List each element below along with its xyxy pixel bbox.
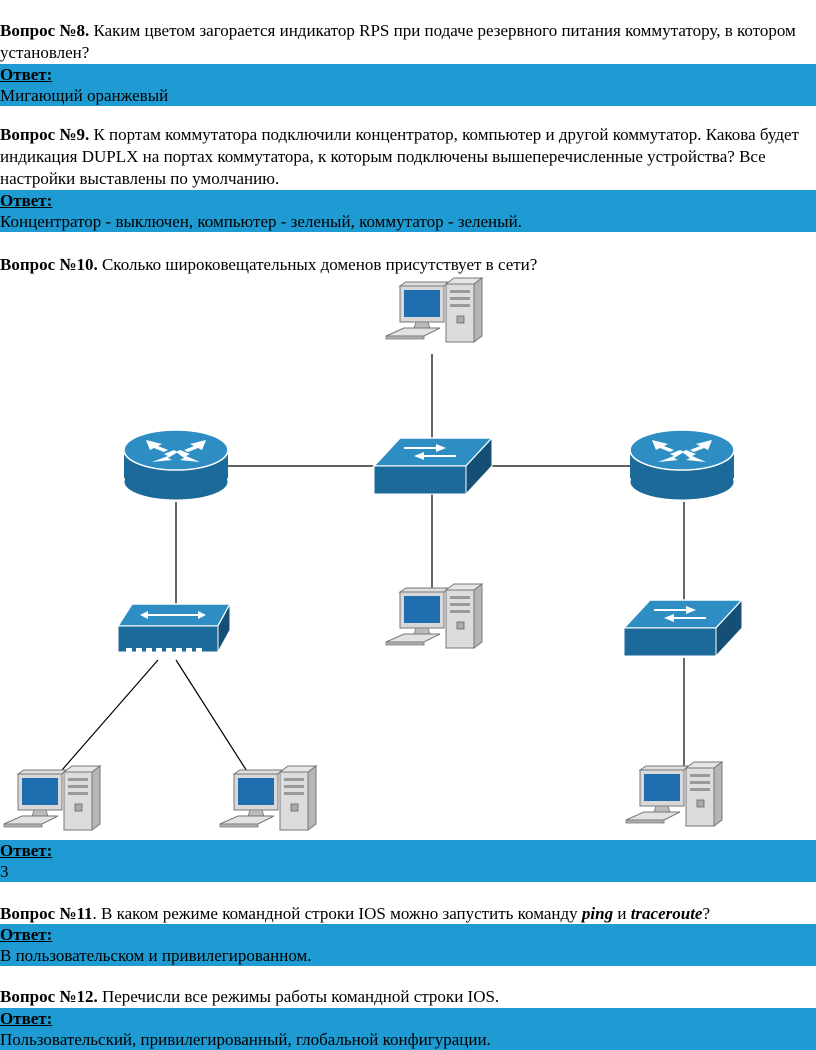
question-8-text: Каким цветом загорается индикатор RPS пр… <box>0 21 796 62</box>
answer-10-text: 3 <box>0 862 9 881</box>
question-12-number: Вопрос №12. <box>0 987 98 1006</box>
answer-11-label: Ответ: <box>0 925 53 944</box>
answer-12-text: Пользовательский, привилегированный, гло… <box>0 1030 491 1049</box>
answer-12: Ответ: Пользовательский, привилегированн… <box>0 1008 816 1050</box>
question-11: Вопрос №11. В каком режиме командной стр… <box>0 903 816 925</box>
switch-icon <box>623 599 743 657</box>
answer-11-text: В пользовательском и привилегированном. <box>0 946 312 965</box>
computer-icon <box>385 583 483 649</box>
answer-9-label: Ответ: <box>0 191 53 210</box>
question-8-number: Вопрос №8. <box>0 21 90 40</box>
command-ping: ping <box>581 904 614 923</box>
hub-icon <box>117 603 231 653</box>
hub-ports <box>126 648 202 654</box>
answer-8: Ответ: Мигающий оранжевый <box>0 64 816 106</box>
network-diagram <box>3 277 743 831</box>
computer-icon <box>625 761 723 827</box>
question-8: Вопрос №8. Каким цветом загорается индик… <box>0 20 816 64</box>
answer-9: Ответ: Концентратор - выключен, компьюте… <box>0 190 816 232</box>
question-9: Вопрос №9. К портам коммутатора подключи… <box>0 124 816 190</box>
switch-icon <box>373 437 493 495</box>
answer-8-text: Мигающий оранжевый <box>0 86 169 105</box>
answer-11: Ответ: В пользовательском и привилегиров… <box>0 924 816 966</box>
question-12-text: Перечисли все режимы работы командной ст… <box>97 987 500 1006</box>
answer-9-text: Концентратор - выключен, компьютер - зел… <box>0 212 522 231</box>
question-11-text: . В каком режиме командной строки IOS мо… <box>92 904 582 923</box>
question-10: Вопрос №10. Сколько широковещательных до… <box>0 254 816 276</box>
router-icon <box>123 429 229 501</box>
question-10-text: Сколько широковещательных доменов присут… <box>97 255 538 274</box>
command-traceroute: traceroute <box>630 904 703 923</box>
question-9-number: Вопрос №9. <box>0 125 90 144</box>
answer-12-label: Ответ: <box>0 1009 53 1028</box>
question-10-number: Вопрос №10. <box>0 255 98 274</box>
answer-10: Ответ: 3 <box>0 840 816 882</box>
link-hub-pc-right <box>175 659 251 777</box>
question-11-end: ? <box>702 904 711 923</box>
computer-icon <box>3 765 101 831</box>
answer-8-label: Ответ: <box>0 65 53 84</box>
question-9-text: К портам коммутатора подключили концентр… <box>0 125 799 188</box>
answer-10-label: Ответ: <box>0 841 53 860</box>
router-icon <box>629 429 735 501</box>
computer-icon <box>385 277 483 343</box>
link-hub-pc-left <box>61 659 159 771</box>
question-11-number: Вопрос №11 <box>0 904 93 923</box>
computer-icon <box>219 765 317 831</box>
question-12: Вопрос №12. Перечисли все режимы работы … <box>0 986 816 1008</box>
question-11-and: и <box>613 904 631 923</box>
